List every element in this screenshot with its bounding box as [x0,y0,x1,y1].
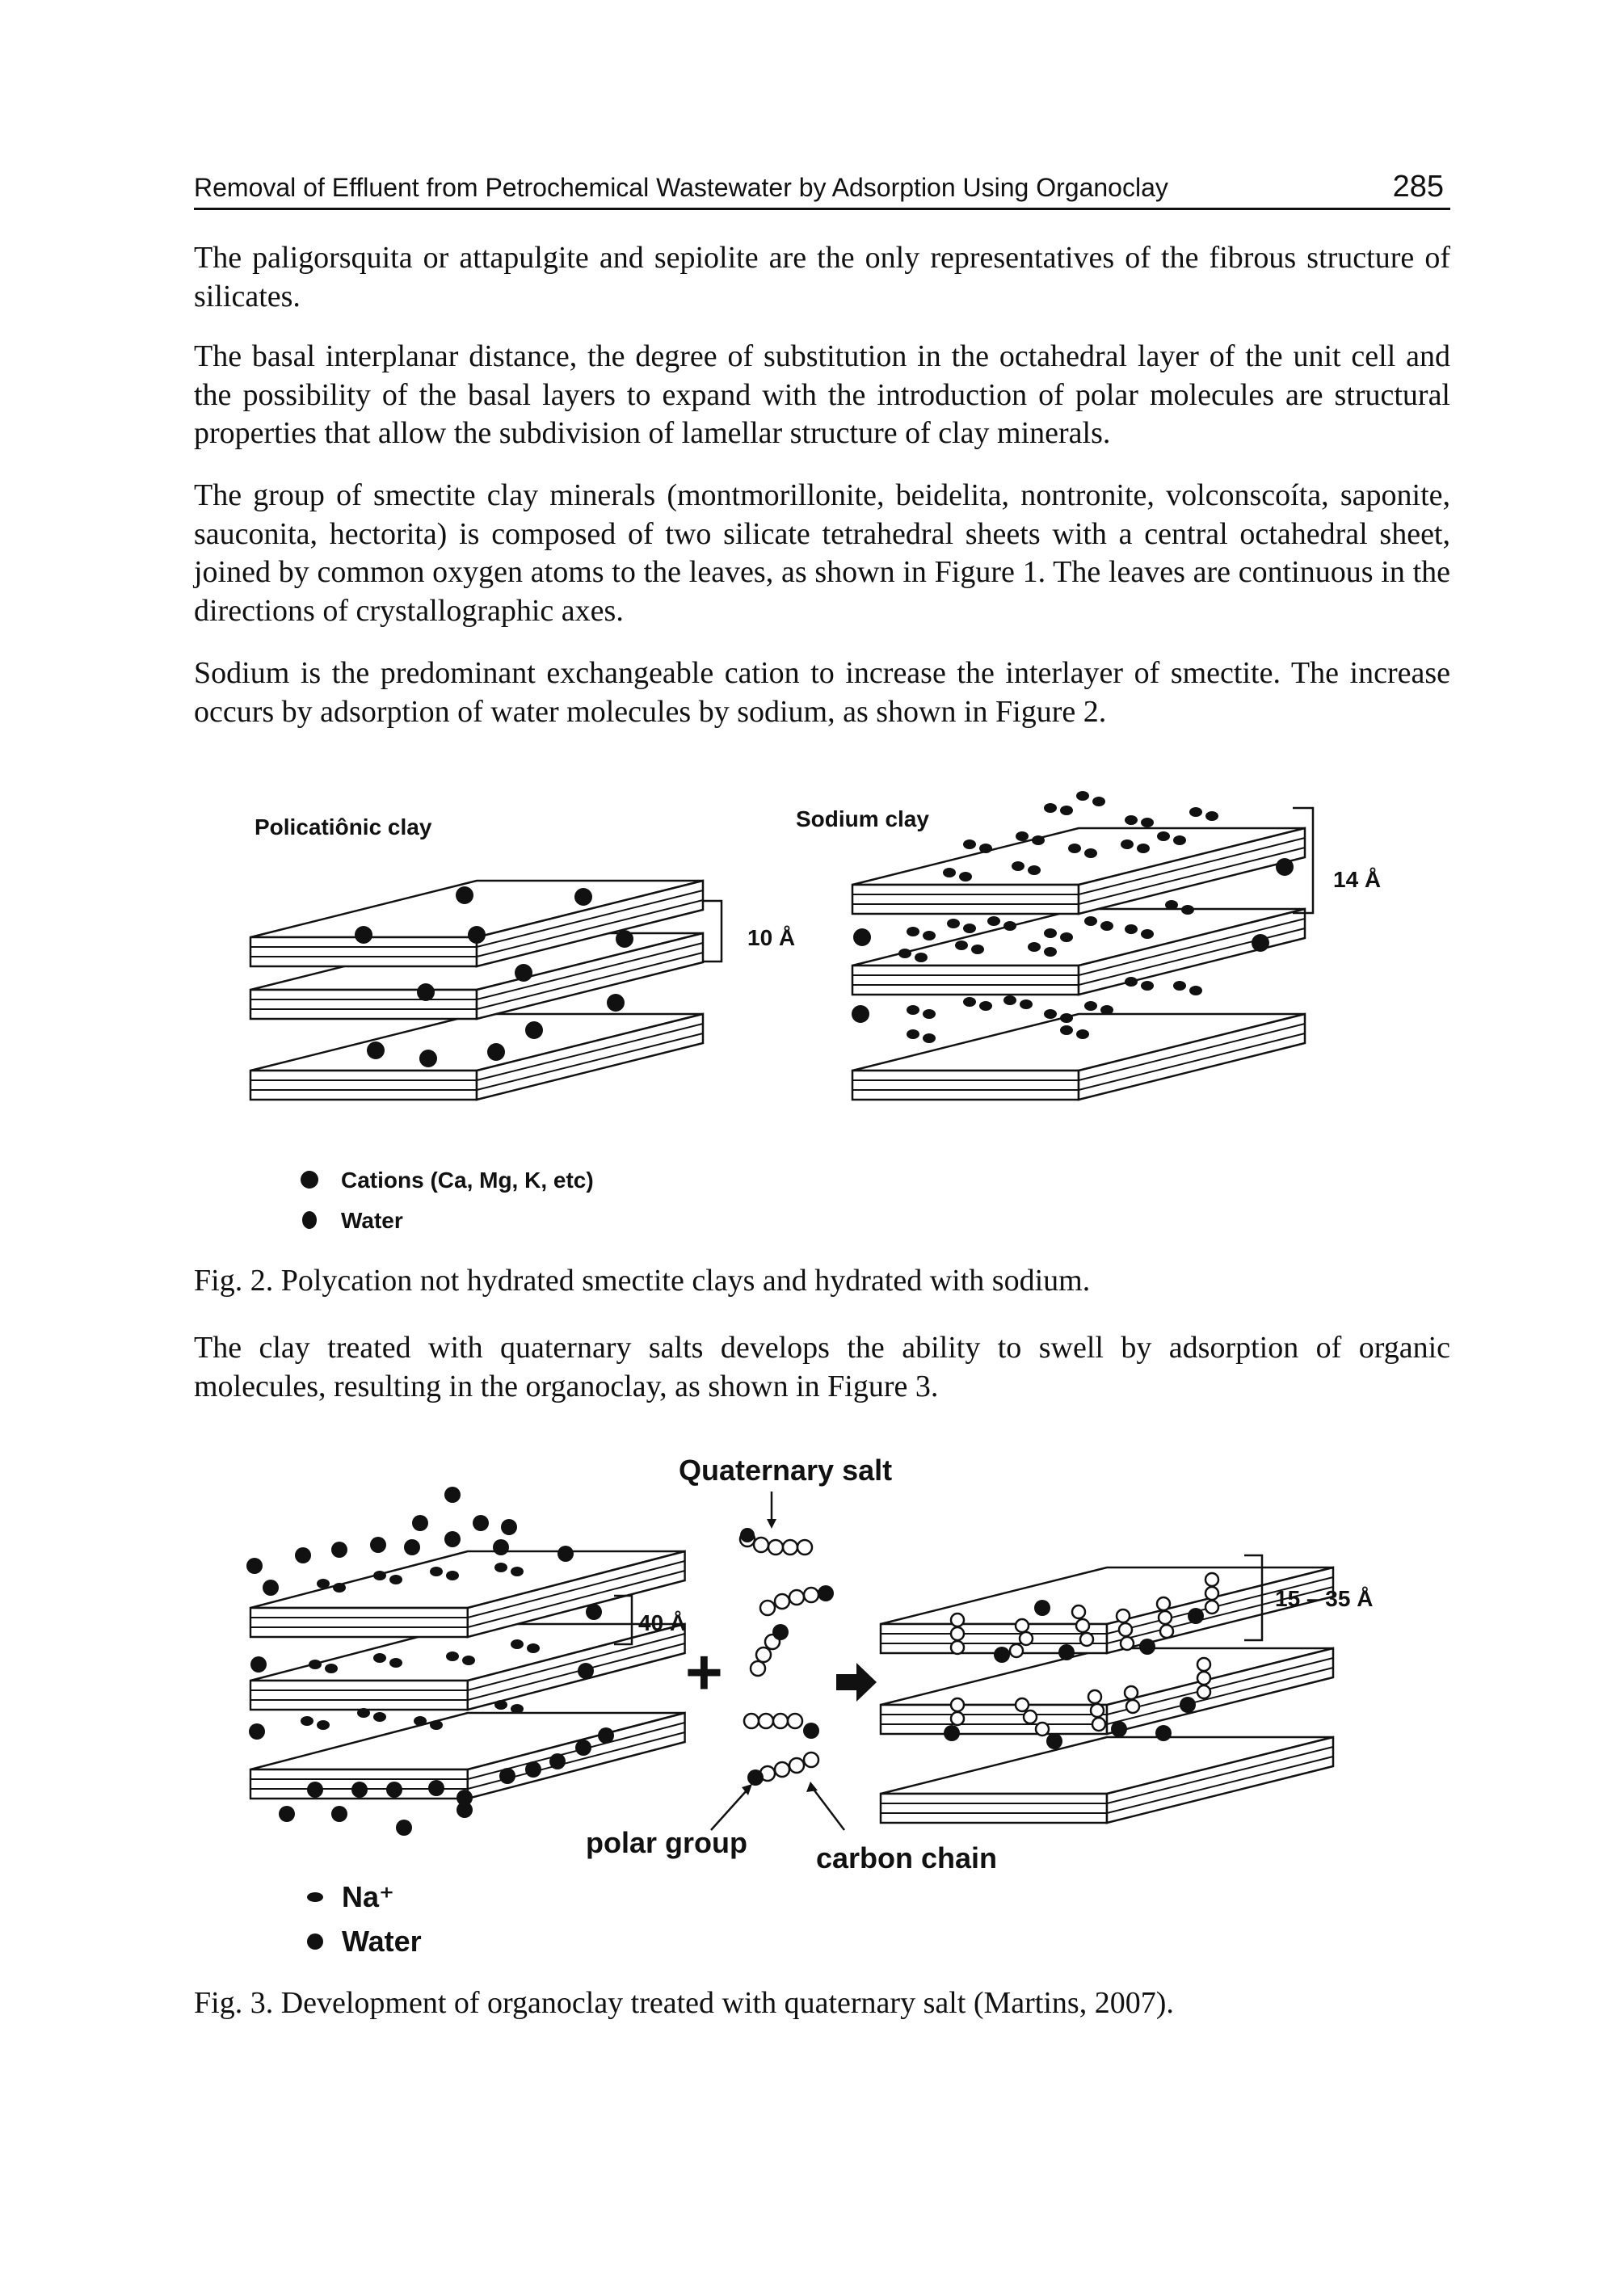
spacing-10a-label: 10 Å [747,925,795,950]
spacing-40a-label: 40 Å [638,1610,686,1635]
legend-water-marker-fig3 [307,1933,323,1950]
paragraph-basal-distance: The basal interplanar distance, the degr… [194,339,1450,450]
reaction-arrow [836,1663,877,1702]
spacing-bracket-left [703,899,723,963]
running-title: Removal of Effluent from Petrochemical W… [194,173,1168,202]
quaternary-salt-title: Quaternary salt [679,1454,892,1487]
legend-water-marker [302,1211,317,1229]
carbon-chain-label: carbon chain [816,1841,997,1875]
figure-2-caption: Fig. 2. Polycation not hydrated smectite… [194,1264,1091,1298]
sodium-clay-swollen-stack [246,1487,686,1836]
sodium-clay-stack [851,791,1306,1101]
page-number: 285 [1392,170,1444,204]
figure-3-caption: Fig. 3. Development of organoclay treate… [194,1986,1174,2020]
legend-na: Na⁺ [342,1880,394,1913]
legend-cation-marker [301,1171,318,1189]
running-head: Removal of Effluent from Petrochemical W… [194,166,1450,210]
legend-cations: Cations (Ca, Mg, K, etc) [341,1168,594,1193]
paragraph-quaternary-salts: The clay treated with quaternary salts d… [194,1331,1450,1403]
figure-2: Policatiônic clay Sodium clay 10 Å 14 Å … [249,791,1381,1233]
paragraph-fibrous-silicates: The paligorsquita or attapulgite and sep… [194,241,1450,313]
legend-na-marker [307,1892,323,1902]
spacing-bracket-right [1293,806,1315,915]
legend-water: Water [341,1208,403,1233]
polycationic-clay-stack [249,879,705,1101]
spacing-14a-label: 14 Å [1333,867,1381,892]
sodium-clay-label: Sodium clay [796,806,929,831]
paragraph-smectite-group: The group of smectite clay minerals (mon… [194,478,1450,628]
spacing-15-35a-label: 15 – 35 Å [1275,1586,1373,1611]
plus-sign: + [685,1636,723,1708]
polar-group-label: polar group [586,1826,747,1859]
paragraph-sodium-cation: Sodium is the predominant exchangeable c… [194,656,1450,729]
organoclay-stack [879,1566,1335,1824]
legend-water-fig3: Water [342,1925,422,1958]
quaternary-salt-molecules [738,1530,820,1782]
policationic-clay-label: Policatiônic clay [255,814,432,839]
